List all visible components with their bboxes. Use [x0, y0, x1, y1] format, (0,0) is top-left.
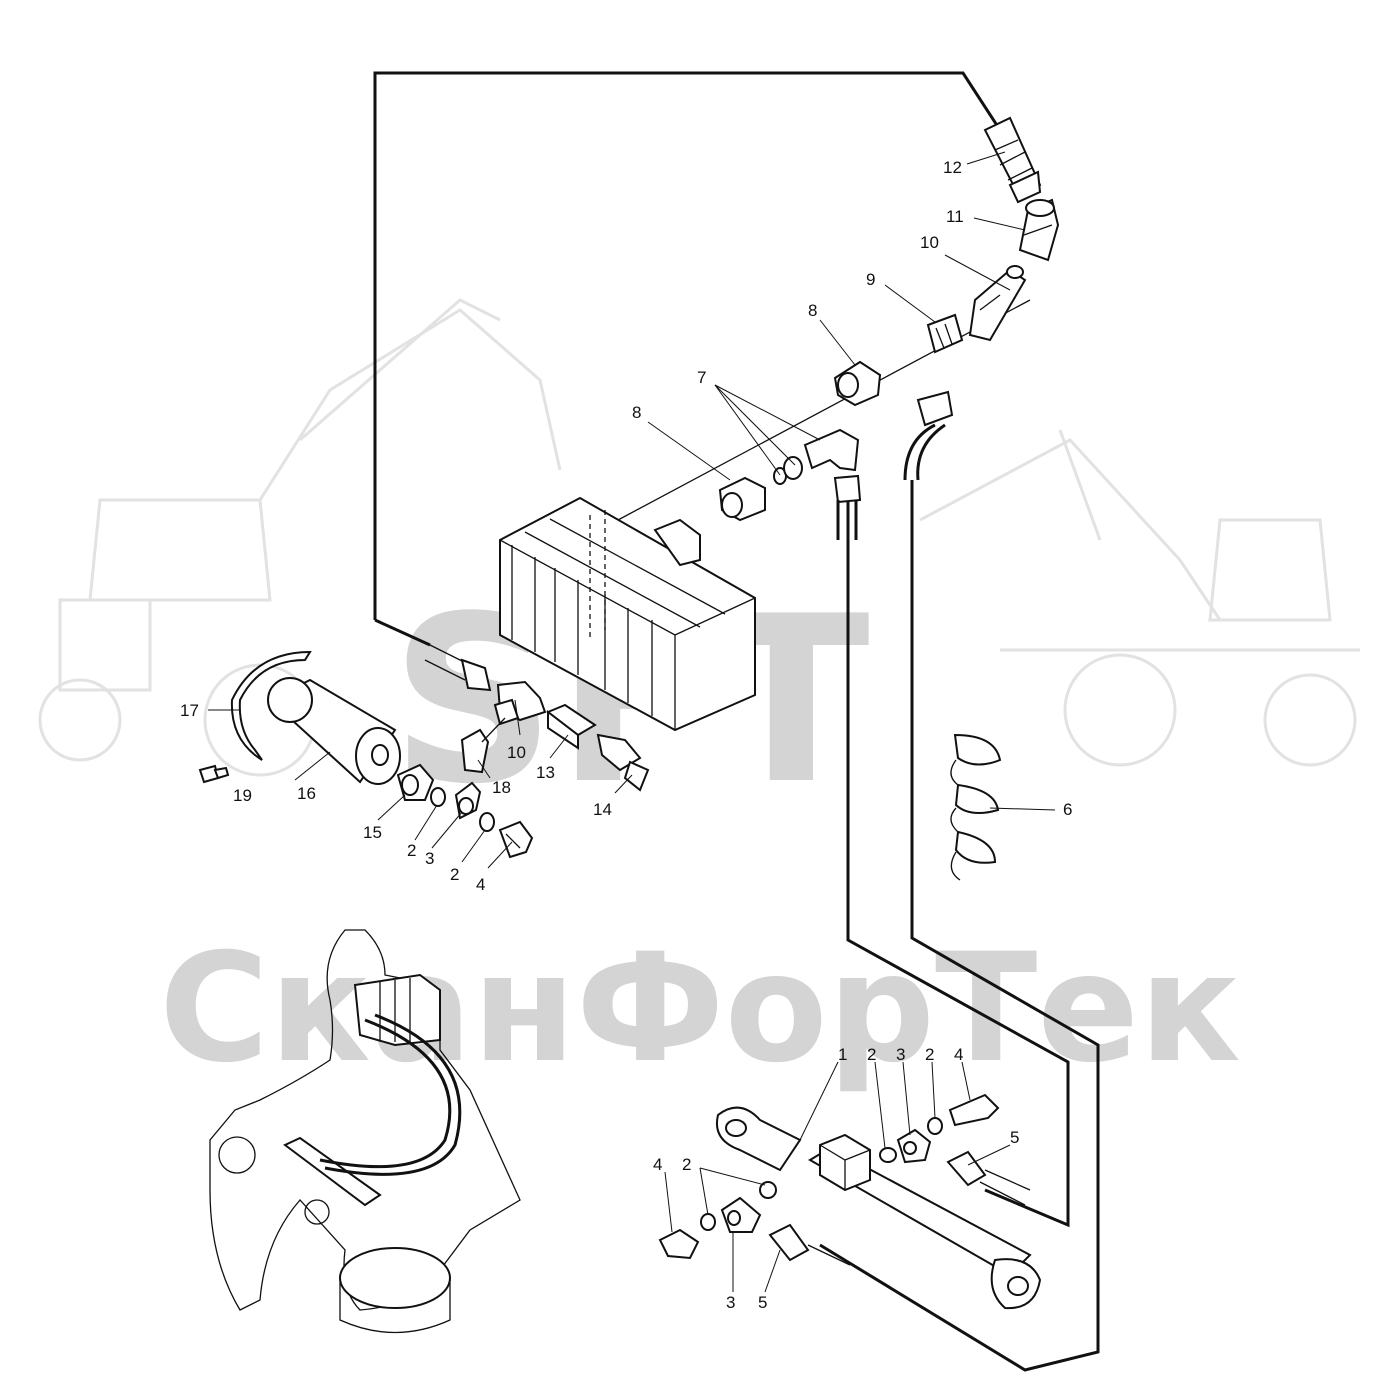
part-10-tee-fitting-lower	[493, 680, 547, 726]
part-hose-end-left	[424, 644, 492, 692]
callout-12: 12	[943, 158, 962, 177]
part-2-seal-left-b	[479, 812, 495, 832]
part-10-tee-fitting-upper	[968, 265, 1027, 342]
part-3-banjo-right-upper	[896, 1128, 932, 1164]
watermark-brand: СканФорТек	[159, 922, 1241, 1096]
callout-13: 13	[536, 763, 555, 782]
callout-8-upper: 8	[808, 301, 817, 320]
part-4-bolt-right-lower	[658, 1228, 700, 1260]
part-14-quick-coupling	[596, 733, 650, 792]
part-2-seal-left-a	[430, 787, 446, 807]
part-5-hose-end-right-upper	[946, 1150, 1031, 1206]
callout-2-filter-b: 2	[450, 865, 459, 884]
callout-18: 18	[492, 778, 511, 797]
callout-11: 11	[946, 207, 964, 226]
part-12-hose-fitting	[983, 116, 1042, 204]
part-9-adapter	[926, 313, 964, 354]
part-13-coupler	[546, 703, 597, 750]
callout-labels: 12 11 10 9 8 7 8 6 17 19 16 15 2 3 2 4 1…	[180, 158, 1072, 1312]
callout-4-filter: 4	[476, 875, 485, 894]
part-6-spiral-guard	[950, 733, 1002, 881]
part-16-filter-element	[267, 677, 401, 785]
part-2-seal-right-upper	[879, 1147, 897, 1163]
callout-3-cyl-a: 3	[896, 1045, 905, 1064]
watermark-tractor-right	[919, 429, 1360, 767]
callout-19: 19	[233, 786, 252, 805]
callout-16: 16	[297, 784, 316, 803]
part-4-bolt-right-upper	[948, 1093, 1000, 1127]
callout-1: 1	[838, 1045, 847, 1064]
part-8-nut-lower	[718, 476, 766, 522]
tractor-rear-inset	[209, 929, 521, 1334]
callout-2-cyl-a: 2	[867, 1045, 876, 1064]
part-11-elbow-fitting	[1018, 198, 1060, 262]
part-5-hose-end-right-lower	[768, 1223, 851, 1266]
part-12-hose-lower	[903, 390, 954, 481]
part-18-elbow	[460, 717, 506, 774]
control-valve-block	[499, 496, 756, 732]
callout-5-cyl-b: 5	[758, 1293, 767, 1312]
feed-line	[617, 299, 1031, 521]
callout-4-cyl-a: 4	[954, 1045, 963, 1064]
return-line-to-filter	[374, 618, 431, 647]
cylinder-line-b	[819, 480, 1100, 1372]
part-17-clamp	[230, 650, 312, 761]
callout-3-cyl-b: 3	[726, 1293, 735, 1312]
callout-17: 17	[180, 701, 199, 720]
callout-2-cyl-c: 2	[682, 1155, 691, 1174]
main-pressure-line	[373, 71, 1002, 620]
callout-2-filter-a: 2	[407, 841, 416, 860]
callout-10-upper: 10	[920, 233, 939, 252]
leader-lines	[208, 151, 1056, 1293]
callout-4-cyl-b: 4	[653, 1155, 662, 1174]
callout-3-filter: 3	[425, 849, 434, 868]
callout-10-lower: 10	[507, 743, 526, 762]
callout-9: 9	[866, 270, 875, 289]
part-8-nut-upper	[833, 360, 882, 407]
callout-15: 15	[363, 823, 382, 842]
callout-2-cyl-b: 2	[925, 1045, 934, 1064]
hydraulic-lines	[373, 71, 1100, 1372]
part-19-bolt	[198, 764, 230, 784]
callout-5-cyl-a: 5	[1010, 1128, 1019, 1147]
callout-8-lower: 8	[632, 403, 641, 422]
part-1-hydraulic-cylinder	[716, 1106, 1042, 1310]
callout-7: 7	[697, 368, 706, 387]
cylinder-line-a	[846, 540, 1070, 1228]
callout-6: 6	[1063, 800, 1072, 819]
part-7-seals-and-elbow	[773, 428, 862, 540]
part-2-seal-right-upper-b	[927, 1117, 943, 1135]
part-2-seal-right-lower	[700, 1181, 777, 1231]
part-3-banjo-left	[454, 781, 482, 820]
part-3-banjo-right-lower	[720, 1196, 762, 1233]
callout-14: 14	[593, 800, 612, 819]
part-4-banjo-bolt-left	[498, 820, 534, 859]
